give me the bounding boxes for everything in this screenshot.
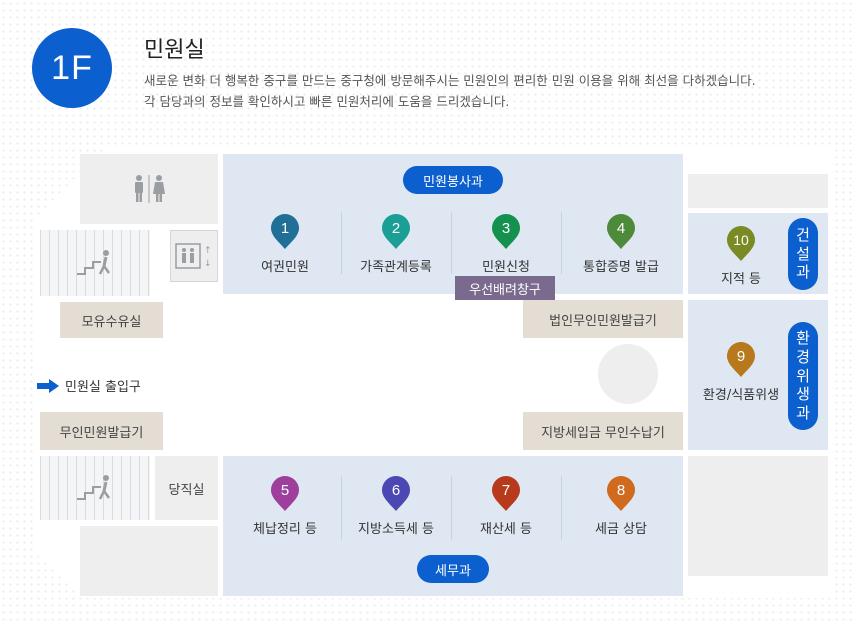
window-7: 7 재산세 등 bbox=[453, 474, 559, 537]
window-2: 2 가족관계등록 bbox=[343, 212, 449, 275]
nursing-room: 모유수유실 bbox=[60, 302, 163, 338]
construction-department-label: 건 설 과 bbox=[788, 218, 818, 290]
svg-text:↓: ↓ bbox=[204, 259, 212, 269]
label-char: 설 bbox=[796, 244, 810, 263]
location-pin-icon: 3 bbox=[492, 214, 520, 249]
stairs-lower bbox=[40, 456, 150, 520]
arrow-right-icon bbox=[37, 378, 59, 393]
location-pin-icon: 4 bbox=[607, 214, 635, 249]
svg-text:5: 5 bbox=[281, 482, 289, 499]
label-char: 건 bbox=[796, 225, 810, 244]
location-pin-icon: 9 bbox=[727, 342, 755, 377]
window-label: 환경/식품위생 bbox=[702, 388, 780, 403]
window-8: 8 세금 상담 bbox=[563, 474, 679, 537]
window-label: 통합증명 발급 bbox=[583, 260, 659, 275]
location-pin-icon: 1 bbox=[271, 214, 299, 249]
window-label: 여권민원 bbox=[261, 260, 309, 275]
label-char: 과 bbox=[796, 263, 810, 282]
svg-text:9: 9 bbox=[737, 348, 745, 365]
elevator-icon: ↑ ↓ bbox=[175, 243, 212, 269]
svg-text:10: 10 bbox=[733, 232, 749, 248]
window-10: 10 지적 등 bbox=[696, 224, 786, 287]
svg-text:3: 3 bbox=[502, 220, 510, 237]
svg-text:4: 4 bbox=[617, 220, 625, 237]
window-label: 가족관계등록 bbox=[360, 260, 432, 275]
window-1: 1 여권민원 bbox=[233, 212, 337, 275]
divider bbox=[561, 212, 562, 274]
window-5: 5 체납정리 등 bbox=[233, 474, 337, 537]
civil-service-label: 민원봉사과 bbox=[403, 166, 503, 194]
priority-window-tag: 우선배려창구 bbox=[455, 276, 555, 300]
window-3: 3 민원신청 bbox=[453, 212, 559, 275]
label-char: 생 bbox=[796, 385, 810, 404]
location-pin-icon: 5 bbox=[271, 476, 299, 511]
duty-room: 당직실 bbox=[155, 456, 218, 520]
window-label: 체납정리 등 bbox=[253, 522, 317, 537]
location-pin-icon: 8 bbox=[607, 476, 635, 511]
svg-text:2: 2 bbox=[392, 220, 400, 237]
window-label: 세금 상담 bbox=[595, 522, 647, 537]
window-6: 6 지방소득세 등 bbox=[343, 474, 449, 537]
description-line-2: 각 담당과의 정보를 확인하시고 빠른 민원처리에 도움을 드리겠습니다. bbox=[144, 94, 510, 109]
environment-department-label: 환 경 위 생 과 bbox=[788, 322, 818, 430]
svg-text:1: 1 bbox=[281, 220, 289, 237]
lower-right-room bbox=[688, 456, 828, 576]
label-char: 환 bbox=[796, 329, 810, 348]
label-char: 과 bbox=[796, 404, 810, 423]
window-label: 재산세 등 bbox=[480, 522, 532, 537]
svg-text:6: 6 bbox=[392, 482, 400, 499]
location-pin-icon: 2 bbox=[382, 214, 410, 249]
divider bbox=[341, 212, 342, 274]
svg-text:7: 7 bbox=[502, 482, 510, 499]
location-pin-icon: 7 bbox=[492, 476, 520, 511]
pillar bbox=[598, 344, 658, 404]
window-label: 민원신청 bbox=[482, 260, 530, 275]
page-title: 민원실 bbox=[144, 38, 205, 63]
location-pin-icon: 6 bbox=[382, 476, 410, 511]
stairs-upper bbox=[40, 230, 150, 296]
window-label: 지적 등 bbox=[720, 272, 761, 287]
upper-right-room bbox=[688, 174, 828, 208]
divider bbox=[451, 476, 452, 540]
svg-text:8: 8 bbox=[617, 482, 625, 499]
window-label: 지방소득세 등 bbox=[358, 522, 434, 537]
stairs-icon bbox=[77, 475, 111, 500]
corporate-kiosk: 법인무인민원발급기 bbox=[523, 300, 683, 338]
location-pin-icon: 10 bbox=[727, 226, 755, 261]
window-9: 9 환경/식품위생 bbox=[692, 340, 790, 403]
description-line-1: 새로운 변화 더 행복한 중구를 만드는 중구청에 방문해주시는 민원인의 편리… bbox=[144, 73, 756, 88]
restroom-icon bbox=[135, 175, 165, 203]
tax-department-label: 세무과 bbox=[417, 555, 489, 583]
tax-payment-kiosk: 지방세입금 무인수납기 bbox=[523, 412, 683, 450]
elevator: ↑ ↓ bbox=[170, 230, 218, 282]
restroom bbox=[80, 154, 218, 224]
label-char: 경 bbox=[796, 347, 810, 366]
divider bbox=[341, 476, 342, 540]
kiosk-left: 무인민원발급기 bbox=[40, 412, 163, 450]
entrance-label: 민원실 출입구 bbox=[65, 380, 141, 395]
svg-text:↑: ↑ bbox=[204, 246, 212, 256]
stairs-icon bbox=[77, 250, 111, 275]
lower-left-room bbox=[80, 526, 218, 596]
floor-badge: 1F bbox=[32, 28, 112, 108]
divider bbox=[561, 476, 562, 540]
window-4: 4 통합증명 발급 bbox=[563, 212, 679, 275]
entrance-marker: 민원실 출입구 bbox=[37, 376, 141, 395]
divider bbox=[451, 212, 452, 274]
label-char: 위 bbox=[796, 366, 810, 385]
